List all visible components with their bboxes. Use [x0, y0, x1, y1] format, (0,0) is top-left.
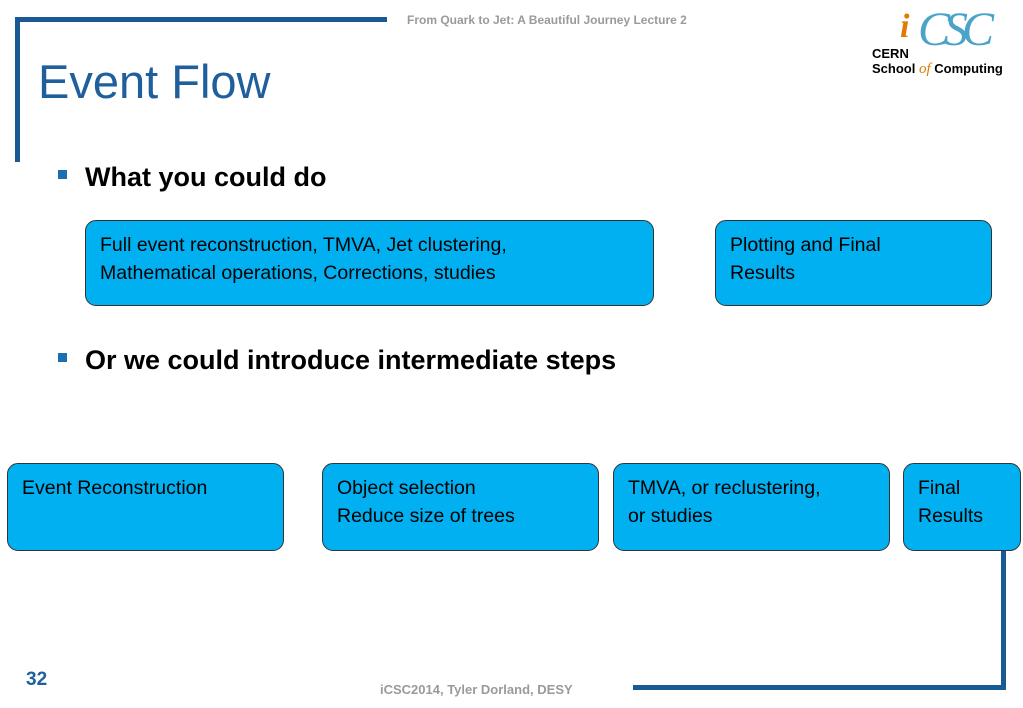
frame-line-right: [1001, 548, 1006, 689]
box-line: Reduce size of trees: [337, 505, 515, 527]
frame-line-top: [15, 17, 387, 22]
logo-school-line: School of Computing: [872, 61, 1003, 78]
box-line: Event Reconstruction: [22, 477, 208, 499]
logo-i: i: [900, 8, 910, 45]
frame-line-bottom: [633, 685, 1006, 690]
box-full-event-reconstruction: Full event reconstruction, TMVA, Jet clu…: [85, 220, 654, 306]
bullet-what-you-could-do: What you could do: [58, 162, 326, 193]
lecture-title: From Quark to Jet: A Beautiful Journey L…: [407, 13, 687, 27]
box-event-reconstruction: Event Reconstruction: [7, 463, 284, 551]
box-line: TMVA, or reclustering,: [628, 477, 821, 499]
logo-computing: Computing: [934, 61, 1003, 76]
box-line: Mathematical operations, Corrections, st…: [100, 262, 496, 284]
frame-line-left: [15, 17, 20, 162]
bullet-text: What you could do: [85, 162, 327, 192]
logo-csc: CSC: [918, 3, 994, 56]
box-line: Results: [730, 262, 796, 284]
page-number: 32: [26, 669, 48, 690]
logo-cern: CERN: [872, 46, 909, 61]
box-line: Object selection: [337, 477, 476, 499]
bullet-text: Or we could introduce intermediate steps: [85, 345, 617, 375]
box-tmva-reclustering: TMVA, or reclustering, or studies: [613, 463, 890, 551]
bullet-square-icon: [58, 353, 67, 363]
box-line: Results: [918, 505, 984, 527]
bullet-square-icon: [58, 170, 67, 180]
logo-school: School: [872, 61, 916, 76]
box-line: Final: [918, 477, 961, 499]
box-line: Plotting and Final: [730, 234, 881, 256]
box-line: Full event reconstruction, TMVA, Jet clu…: [100, 234, 507, 256]
box-line: or studies: [628, 505, 713, 527]
bullet-intermediate-steps: Or we could introduce intermediate steps: [58, 345, 616, 376]
box-object-selection: Object selection Reduce size of trees: [322, 463, 599, 551]
slide-title: Event Flow: [38, 55, 271, 108]
footer-credit: iCSC2014, Tyler Dorland, DESY: [380, 682, 573, 697]
box-plotting-final-results: Plotting and Final Results: [715, 220, 992, 306]
logo-of: of: [918, 61, 931, 77]
box-final-results: Final Results: [903, 463, 1021, 551]
